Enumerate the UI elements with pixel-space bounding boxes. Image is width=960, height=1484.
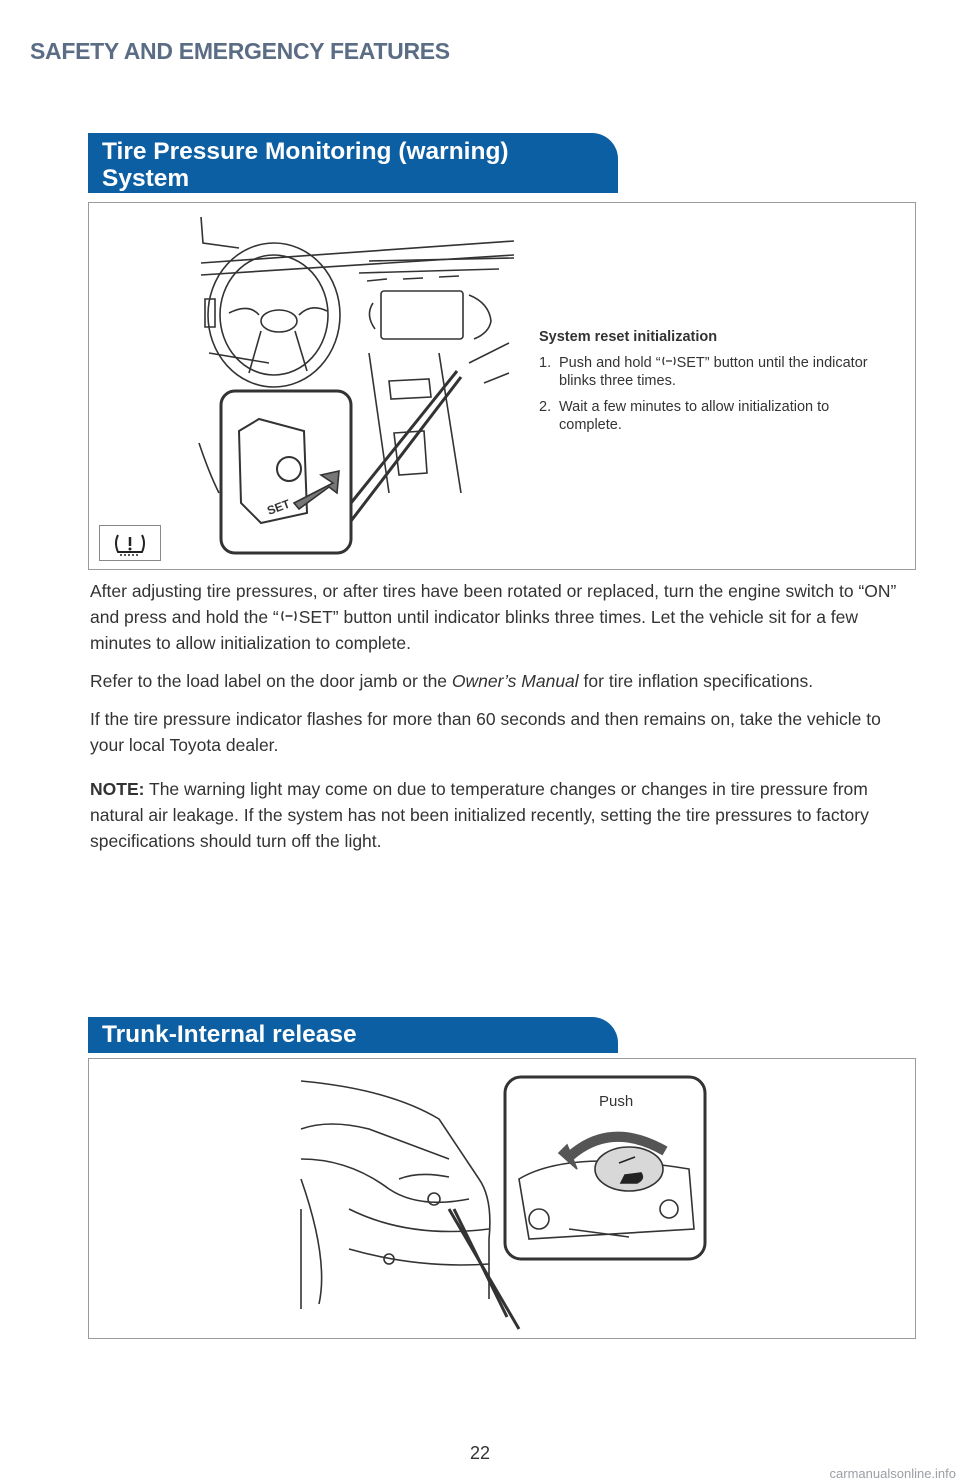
- push-label: Push: [599, 1093, 634, 1110]
- reset-step: 1. Push and hold “SET” button until the …: [539, 354, 879, 390]
- tpms-illustration: SET System reset initialization 1. Push …: [88, 202, 916, 570]
- trunk-illustration: Push: [88, 1058, 916, 1339]
- note-label: NOTE:: [90, 779, 145, 799]
- section-header: SAFETY AND EMERGENCY FEATURES: [30, 38, 450, 64]
- tpms-title-line2: System: [102, 165, 190, 192]
- manual-title: Owner’s Manual: [451, 671, 579, 691]
- paragraph: After adjusting tire pressures, or after…: [90, 581, 897, 653]
- trunk-section-title: Trunk-Internal release: [88, 1017, 618, 1053]
- step-text: Push and hold “SET” button until the ind…: [559, 355, 868, 389]
- step-number: 1.: [539, 355, 552, 371]
- note: NOTE: The warning light may come on due …: [90, 776, 910, 854]
- tpms-set-icon: [661, 356, 676, 366]
- reset-step: 2. Wait a few minutes to allow initializ…: [539, 398, 879, 434]
- step-number: 2.: [539, 399, 552, 415]
- paragraph: If the tire pressure indicator flashes f…: [90, 709, 881, 755]
- tpms-body-text: After adjusting tire pressures, or after…: [90, 578, 910, 866]
- dashboard-drawing: SET: [198, 216, 515, 555]
- paragraph: Refer to the load label on the door jamb…: [90, 671, 814, 691]
- tpms-set-icon: [280, 610, 297, 622]
- tpms-title-line1: Tire Pressure Monitoring (warning): [102, 138, 509, 165]
- watermark: carmanualsonline.info: [829, 1466, 956, 1481]
- reset-title: System reset initialization: [539, 329, 718, 345]
- tpms-warning-indicator-icon: [99, 525, 161, 561]
- note-text: The warning light may come on due to tem…: [90, 779, 869, 851]
- car-rear-drawing: [300, 1075, 707, 1330]
- step-text: Wait a few minutes to allow initializati…: [559, 399, 830, 433]
- tpms-section-title: Tire Pressure Monitoring (warning) Syste…: [88, 133, 618, 193]
- set-button-label: SET: [265, 496, 292, 517]
- page-number: 22: [469, 1443, 491, 1463]
- reset-instructions: System reset initialization 1. Push and …: [539, 329, 879, 442]
